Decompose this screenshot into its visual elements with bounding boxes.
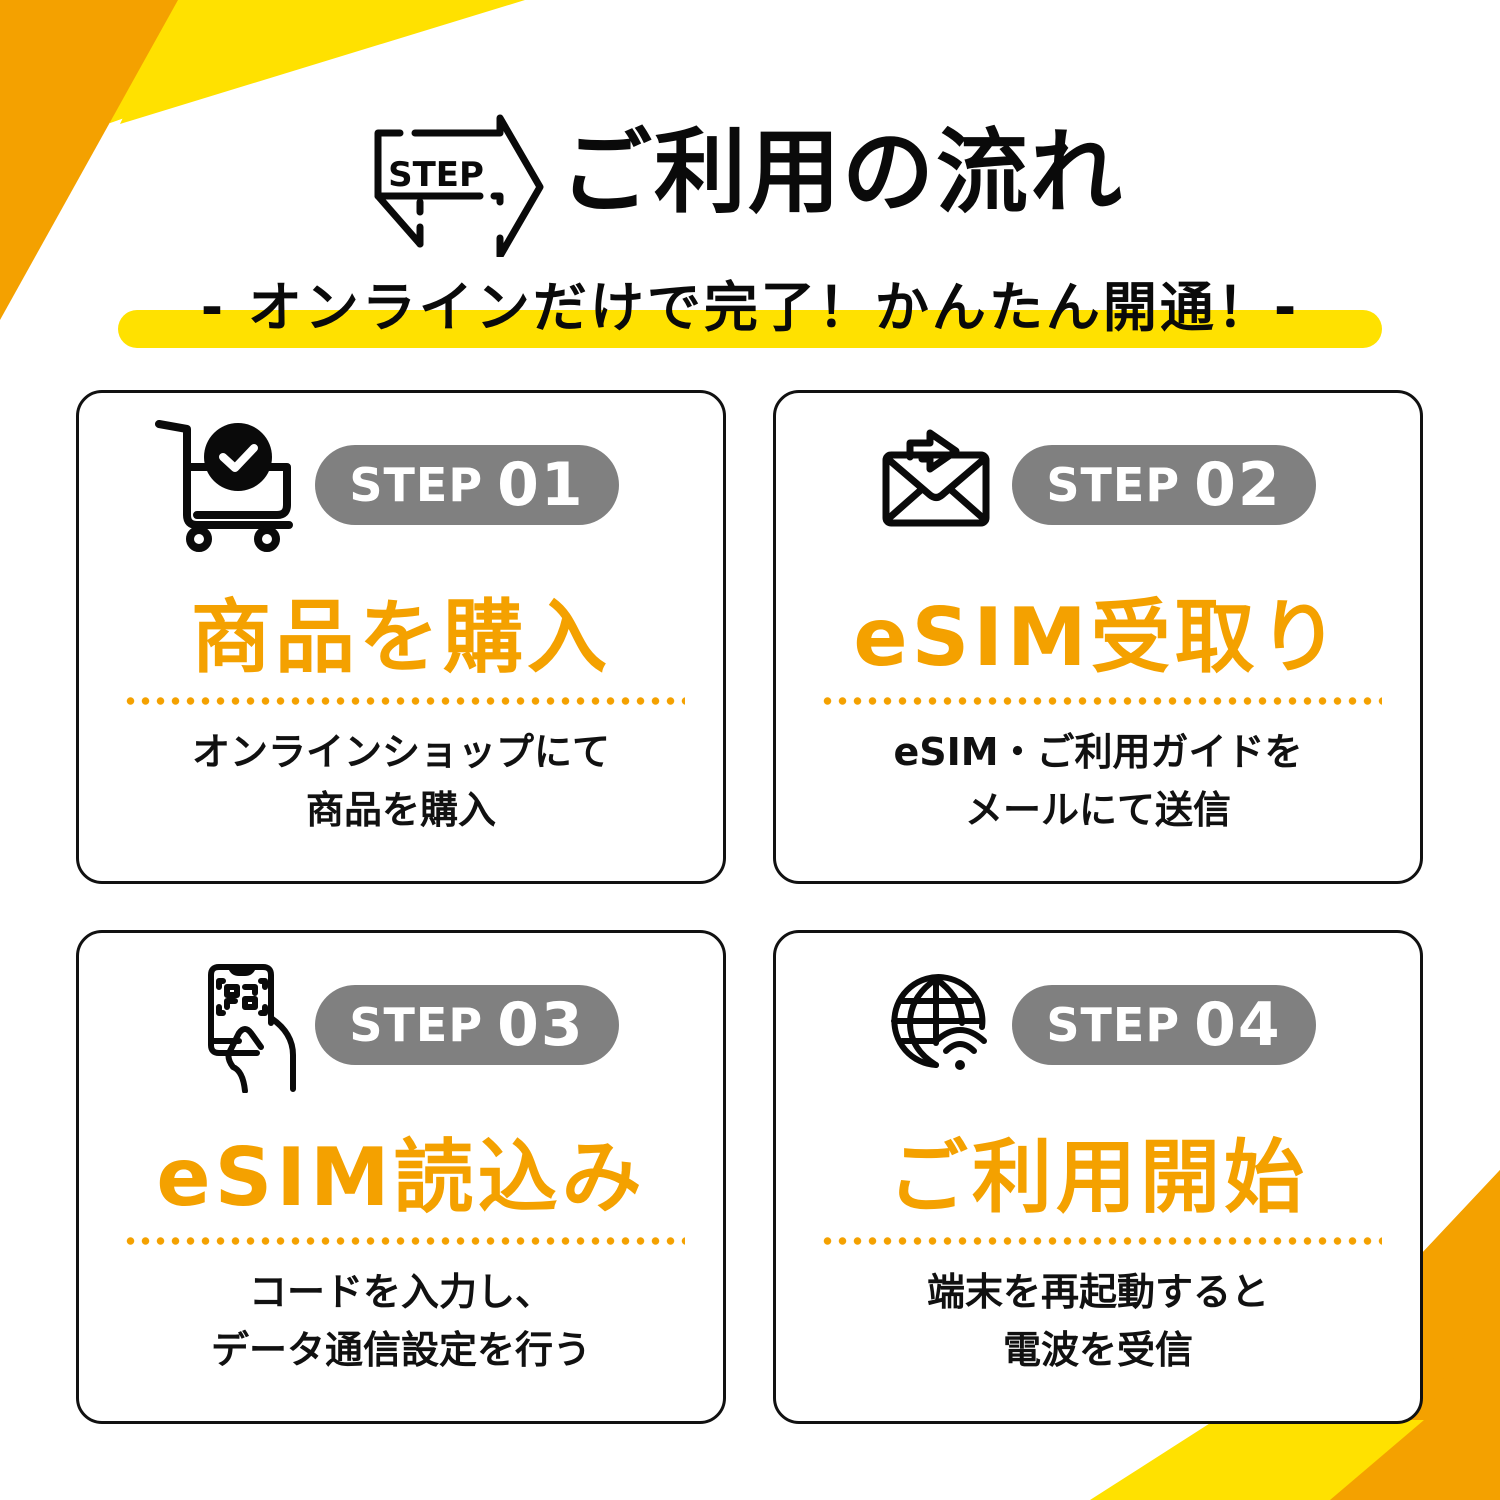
step-badge-label: STEP [1046,998,1181,1052]
step-badge: STEP 01 [315,445,619,525]
step-badge-number: 01 [497,450,585,520]
dotted-divider [820,697,1382,705]
dotted-divider [123,1237,685,1245]
bottom-yellow-shape [1090,1420,1424,1500]
step-badge-number: 03 [497,990,585,1060]
step-badge: STEP 04 [1012,985,1316,1065]
step-badge-number: 02 [1194,450,1282,520]
subtitle-text: - オンラインだけで完了！かんたん開通！- [200,276,1300,339]
step-badge-label: STEP [349,998,484,1052]
step-description: eSIM・ご利用ガイドを メールにて送信 [776,723,1420,839]
step-description-line: 端末を再起動すると [926,1270,1269,1314]
subtitle-highlight-bar [118,310,1382,348]
step-description-line: データ通信設定を行う [210,1328,591,1372]
step-card-02: STEP 02 eSIM受取り eSIM・ご利用ガイドを メールにて送信 [773,390,1423,884]
step-description-line: コードを入力し、 [248,1270,553,1314]
step-badge-label: STEP [349,458,484,512]
mail-send-icon [882,429,990,527]
step-title: ご利用開始 [888,1131,1308,1224]
step-card-03: STEP 03 eSIM読込み コードを入力し、 データ通信設定を行う [76,930,726,1424]
top-orange-shape [0,0,178,320]
subtitle-banner: - オンラインだけで完了！かんたん開通！- [118,268,1382,348]
step-description: オンラインショップにて 商品を購入 [79,723,723,839]
step-logo-label: STEP [388,155,484,195]
step-badge-number: 04 [1194,990,1282,1060]
step-description-line: オンラインショップにて [191,730,610,774]
step-badge: STEP 02 [1012,445,1316,525]
step-card-01: STEP 01 商品を購入 オンラインショップにて 商品を購入 [76,390,726,884]
step-description: コードを入力し、 データ通信設定を行う [79,1263,723,1379]
dotted-divider [820,1237,1382,1245]
globe-wifi-icon [891,974,987,1070]
step-description: 端末を再起動すると 電波を受信 [776,1263,1420,1379]
step-card-04: STEP 04 ご利用開始 端末を再起動すると 電波を受信 [773,930,1423,1424]
step-description-line: 商品を購入 [305,788,496,832]
step-badge-label: STEP [1046,458,1181,512]
step-arrow-logo-icon: STEP [374,114,544,257]
dotted-divider [123,697,685,705]
step-title: eSIM受取り [853,591,1343,684]
header: STEP ご利用の流れ [0,0,1500,270]
step-badge: STEP 03 [315,985,619,1065]
step-title: eSIM読込み [156,1131,646,1224]
step-description-line: メールにて送信 [964,788,1231,832]
phone-qr-scan-icon [208,964,296,1093]
step-description-line: 電波を受信 [1002,1328,1193,1372]
page-title: ご利用の流れ [560,119,1125,226]
step-title: 商品を購入 [191,591,611,684]
step-description-line: eSIM・ご利用ガイドを [893,730,1303,774]
shopping-cart-check-icon [155,420,293,552]
